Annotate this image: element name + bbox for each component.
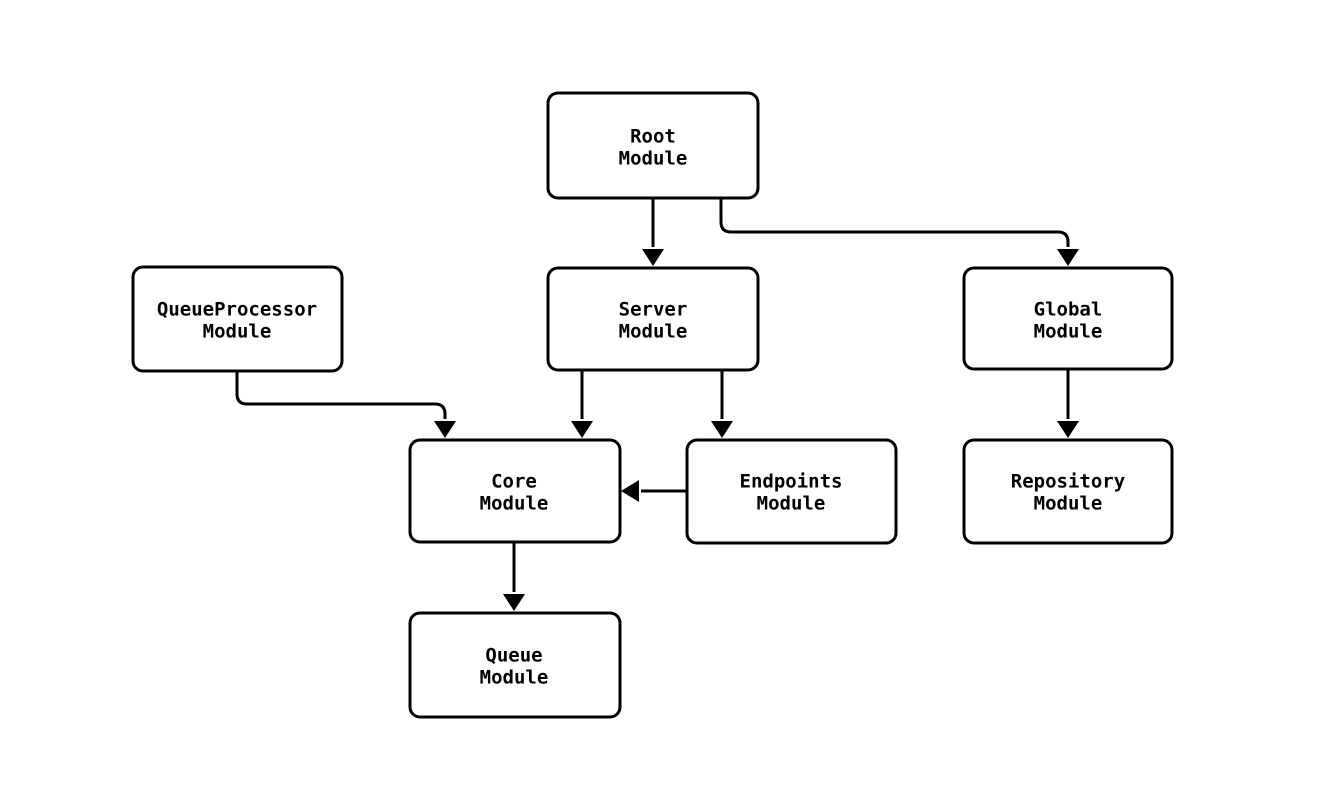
node-root-module[interactable]: Root Module [546,91,760,200]
node-shape[interactable] [685,438,898,545]
node-shape[interactable] [546,266,760,372]
node-shape[interactable] [408,438,622,544]
edge-line [719,198,1070,247]
edge-core-to-queue [503,542,525,611]
arrow-head-icon [621,480,639,502]
node-label-line1: Queue [485,645,542,667]
node-label-line1: Global [1034,299,1103,321]
node-repository-module[interactable]: Repository Module [962,438,1174,545]
node-label-line1: Repository [1011,471,1125,493]
edges-layer [235,198,1079,611]
node-label-line1: Core [491,471,537,493]
arrow-head-icon [711,421,733,438]
arrow-head-icon [1057,249,1079,266]
arrow-head-icon [571,421,593,438]
edge-server-to-endpoints [711,370,733,438]
node-label-line2: Module [203,321,272,343]
node-shape[interactable] [546,91,760,200]
node-label-line1: Root [630,126,676,148]
node-queueprocessor-module[interactable]: QueueProcessor Module [131,265,344,373]
node-queue-module[interactable]: Queue Module [408,611,622,719]
node-shape[interactable] [131,265,344,373]
node-label-line1: Endpoints [740,471,843,493]
node-label-line2: Module [480,667,549,689]
node-shape[interactable] [962,438,1174,545]
node-shape[interactable] [408,611,622,719]
node-label-line1: Server [619,299,688,321]
arrow-head-icon [503,594,525,611]
edge-endpoints-to-core [621,480,687,502]
node-global-module[interactable]: Global Module [962,266,1174,371]
edge-queueprocessor-to-core [235,371,456,438]
node-label-line2: Module [1034,493,1103,515]
arrow-head-icon [642,249,664,266]
node-label-line2: Module [1034,321,1103,343]
edge-server-to-core [571,370,593,438]
node-core-module[interactable]: Core Module [408,438,622,544]
arrow-head-icon [1057,421,1079,438]
node-label-line2: Module [480,493,549,515]
edge-global-to-repository [1057,369,1079,438]
node-label-line2: Module [619,321,688,343]
edge-root-to-server [642,198,664,266]
node-endpoints-module[interactable]: Endpoints Module [685,438,898,545]
node-label-line2: Module [757,493,826,515]
edge-root-to-global [719,198,1079,266]
arrow-head-icon [434,421,456,438]
node-shape[interactable] [962,266,1174,371]
nodes-layer: Root Module QueueProcessor Module Server… [131,91,1174,719]
node-label-line2: Module [619,148,688,170]
node-label-line1: QueueProcessor [157,299,317,321]
edge-line [235,371,447,419]
node-server-module[interactable]: Server Module [546,266,760,372]
